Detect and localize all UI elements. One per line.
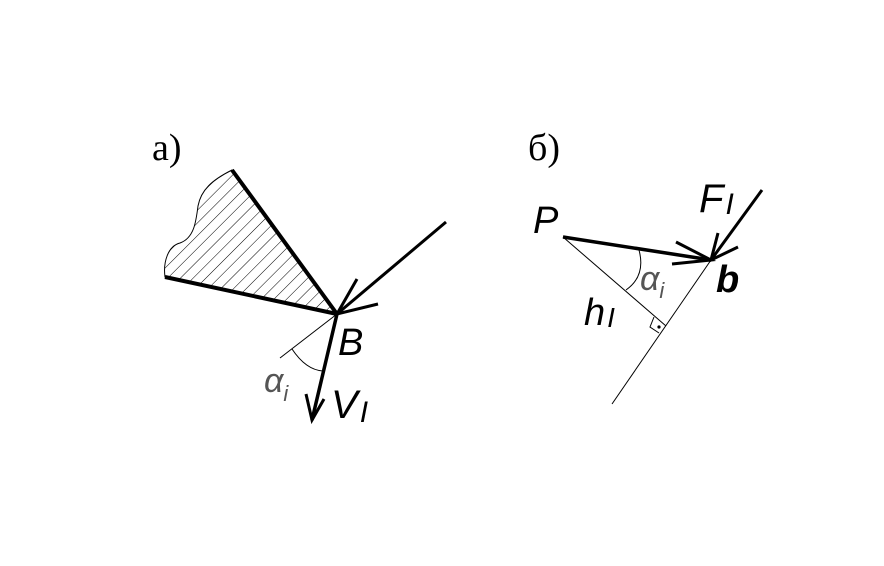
position-arrowhead: [671, 240, 717, 266]
right-angle-dot: [657, 325, 661, 329]
panel-b-label: б): [528, 127, 560, 169]
position-vector: [562, 235, 712, 262]
force-line-extension: [611, 259, 712, 405]
body-edge-lower: [164, 275, 338, 316]
hatched-body: [164, 169, 339, 315]
angle-arc-a: [291, 348, 324, 372]
velocity-vector: [310, 313, 339, 421]
point-b-label-b: b: [716, 259, 739, 301]
force-label: FI: [699, 177, 734, 221]
panel-a: а) B VI αi: [152, 127, 447, 429]
pole-p-label: P: [533, 200, 559, 242]
force-line: [709, 189, 764, 261]
right-angle-mark: [649, 316, 660, 334]
angle-arc-b: [625, 249, 642, 291]
point-b-label-a: B: [338, 322, 363, 364]
arm-label: hI: [584, 292, 615, 334]
panel-b: б) P αi b FI hI: [528, 127, 764, 405]
angle-label-b: αi: [640, 260, 665, 303]
angle-label-a: αi: [264, 362, 289, 406]
panel-a-label: а): [152, 127, 182, 169]
velocity-arrowhead: [304, 393, 326, 425]
velocity-label: VI: [331, 383, 368, 429]
angle-construction-line-a: [279, 313, 338, 359]
body-edge-upper: [230, 168, 339, 316]
direction-line-a: [336, 220, 447, 316]
lever-arm-line: [562, 236, 667, 327]
